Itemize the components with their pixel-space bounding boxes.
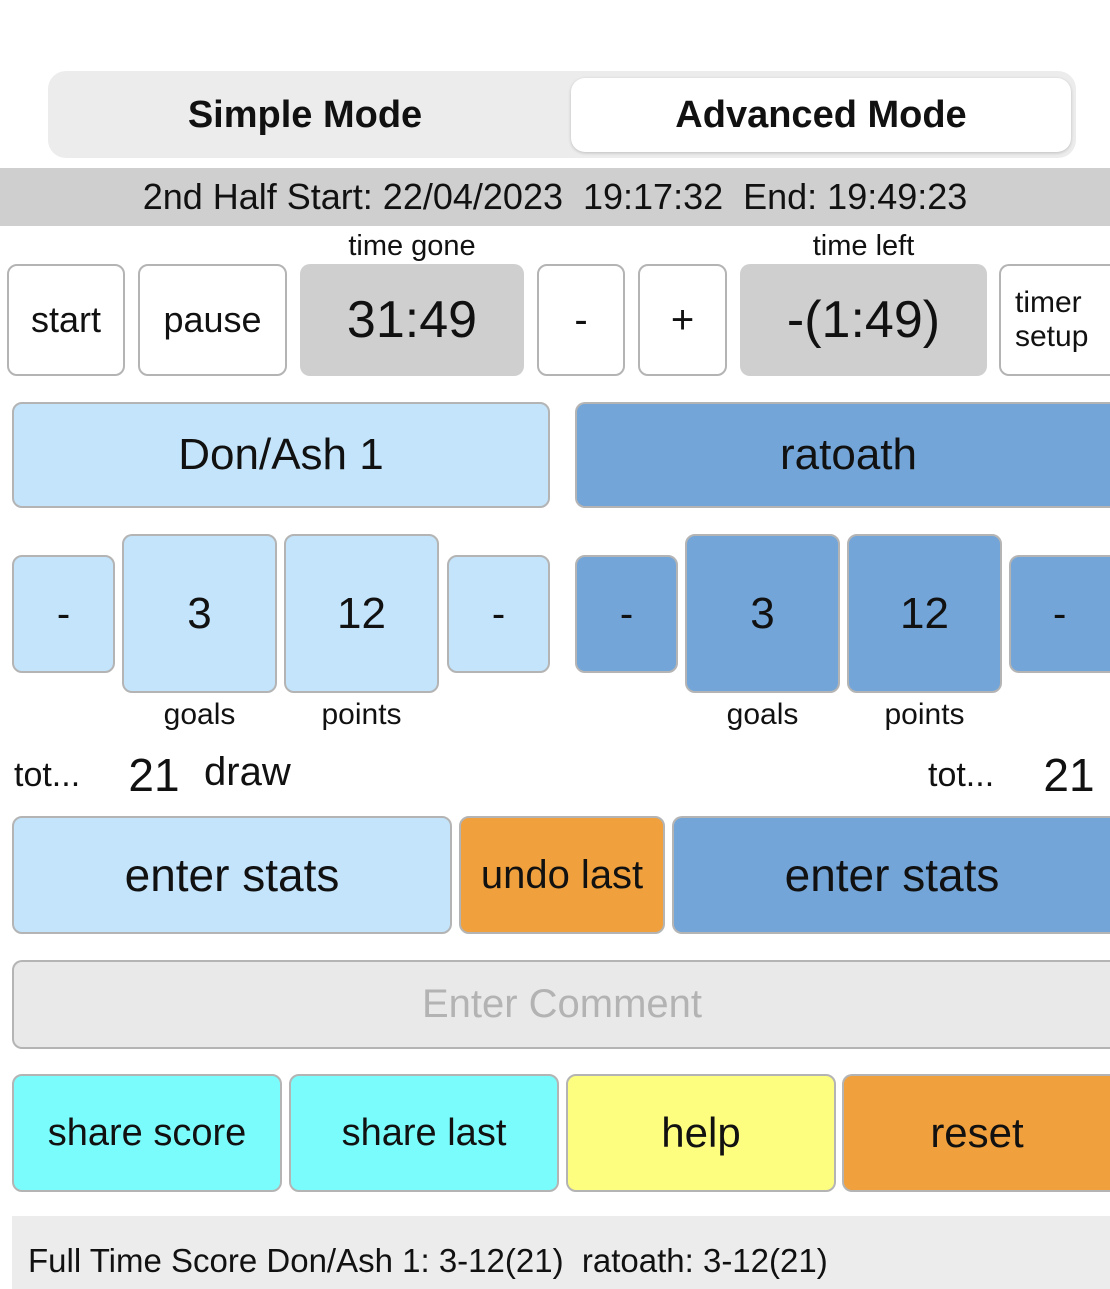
team-1-total-label: tot... xyxy=(14,755,81,794)
team-1-goals[interactable]: 3 xyxy=(122,534,277,693)
half-time-banner: 2nd Half Start: 22/04/2023 19:17:32 End:… xyxy=(0,168,1110,226)
simple-mode-tab[interactable]: Simple Mode xyxy=(187,93,423,136)
reset-button[interactable]: reset xyxy=(842,1074,1110,1192)
team-2-points-minus[interactable]: - xyxy=(1009,555,1110,673)
start-button[interactable]: start xyxy=(7,264,125,376)
team-1-goals-label: goals xyxy=(163,698,236,731)
time-plus-button[interactable]: + xyxy=(638,264,727,376)
team-1-name[interactable]: Don/Ash 1 xyxy=(12,402,550,508)
team-1-total: 21 xyxy=(128,749,180,801)
team-2-enter-stats-button[interactable]: enter stats xyxy=(672,816,1110,934)
team-2-total-label: tot... xyxy=(928,755,995,794)
time-minus-button[interactable]: - xyxy=(537,264,625,376)
score-summary-panel xyxy=(12,1216,1110,1289)
team-1-points-minus[interactable]: - xyxy=(447,555,550,673)
time-left-display: -(1:49) xyxy=(740,264,987,376)
team-1-points-label: points xyxy=(321,698,402,731)
team-1-goals-minus[interactable]: - xyxy=(12,555,115,673)
team-2-name[interactable]: ratoath xyxy=(575,402,1110,508)
undo-last-button[interactable]: undo last xyxy=(459,816,665,934)
timer-setup-label-2: setup xyxy=(1015,320,1089,353)
team-1-points[interactable]: 12 xyxy=(284,534,439,693)
team-1-enter-stats-button[interactable]: enter stats xyxy=(12,816,452,934)
advanced-mode-tab[interactable]: Advanced Mode xyxy=(571,78,1071,152)
time-left-label: time left xyxy=(812,229,915,262)
timer-setup-button[interactable]: timer setup xyxy=(999,264,1110,376)
team-2-goals-label: goals xyxy=(726,698,799,731)
score-summary-text: Full Time Score Don/Ash 1: 3-12(21) rato… xyxy=(28,1242,828,1279)
pause-button[interactable]: pause xyxy=(138,264,287,376)
team-2-total: 21 xyxy=(1043,749,1095,801)
team-2-points-label: points xyxy=(884,698,965,731)
result-status: draw xyxy=(204,749,291,794)
share-score-button[interactable]: share score xyxy=(12,1074,282,1192)
comment-input[interactable]: Enter Comment xyxy=(12,960,1110,1049)
timer-setup-label-1: timer xyxy=(1015,286,1082,319)
team-2-goals[interactable]: 3 xyxy=(685,534,840,693)
time-gone-label: time gone xyxy=(348,229,476,262)
share-last-button[interactable]: share last xyxy=(289,1074,559,1192)
help-button[interactable]: help xyxy=(566,1074,836,1192)
time-gone-display: 31:49 xyxy=(300,264,524,376)
team-2-goals-minus[interactable]: - xyxy=(575,555,678,673)
team-2-points[interactable]: 12 xyxy=(847,534,1002,693)
